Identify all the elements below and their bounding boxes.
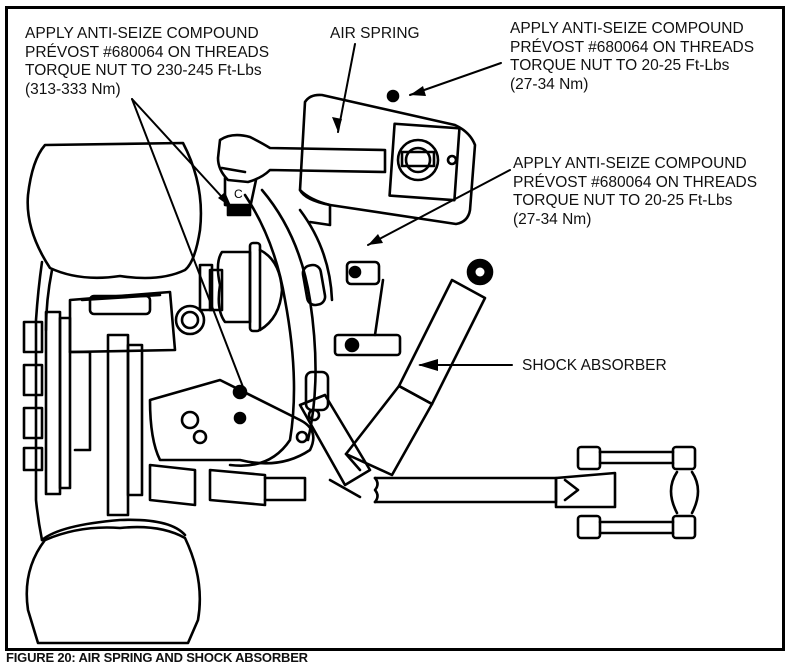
callout-line: (313-333 Nm) bbox=[25, 80, 121, 98]
leader-air-spring bbox=[337, 43, 356, 133]
callout-line: APPLY ANTI-SEIZE COMPOUND bbox=[513, 155, 747, 172]
tire-lower bbox=[25, 518, 202, 645]
leader-upper-arm-nut-a bbox=[131, 98, 233, 209]
fittings bbox=[333, 260, 402, 357]
leader-upper-arm-nut-b bbox=[131, 98, 244, 388]
callout-line: PRÉVOST #680064 ON THREADS bbox=[25, 43, 270, 61]
callout-line: PRÉVOST #680064 ON THREADS bbox=[513, 173, 758, 191]
callout-line: TORQUE NUT TO 20-25 Ft-Lbs bbox=[513, 192, 733, 209]
callout-line: (27-34 Nm) bbox=[513, 210, 592, 228]
leader-lower-nut bbox=[367, 169, 511, 246]
arrowhead-icon bbox=[218, 192, 232, 208]
wheel-hub bbox=[22, 263, 214, 517]
callout-line: TORQUE NUT TO 230-245 Ft-Lbs bbox=[25, 62, 262, 79]
air-spring bbox=[298, 89, 477, 227]
callout-line: (27-34 Nm) bbox=[510, 75, 589, 93]
callout-line: SHOCK ABSORBER bbox=[522, 357, 667, 374]
upper-control-arm: C bbox=[216, 133, 387, 217]
callout-line: AIR SPRING bbox=[330, 25, 420, 42]
leader-upper-nut bbox=[409, 62, 502, 96]
figure-caption: FIGURE 20: AIR SPRING AND SHOCK ABSORBER bbox=[6, 650, 308, 665]
callout-line: PRÉVOST #680064 ON THREADS bbox=[510, 38, 755, 56]
callout-line: APPLY ANTI-SEIZE COMPOUND bbox=[25, 25, 259, 42]
sway-bar-link bbox=[373, 445, 700, 540]
arrowhead-icon bbox=[368, 234, 383, 245]
brake-chamber bbox=[208, 241, 284, 333]
svg-text:C: C bbox=[234, 187, 243, 201]
callout-air-spring: AIR SPRING bbox=[330, 25, 420, 44]
callout-line: TORQUE NUT TO 20-25 Ft-Lbs bbox=[510, 57, 730, 74]
arrowhead-icon bbox=[332, 117, 342, 132]
lower-control-arm bbox=[148, 378, 372, 507]
arrowhead-icon bbox=[418, 359, 438, 371]
arrowhead-icon bbox=[410, 86, 426, 96]
knuckle bbox=[228, 188, 334, 467]
callout-shock-absorber: SHOCK ABSORBER bbox=[522, 357, 667, 376]
shock-absorber bbox=[344, 258, 494, 477]
figure-frame bbox=[5, 6, 785, 651]
arrowheads bbox=[218, 86, 438, 371]
callout-line: APPLY ANTI-SEIZE COMPOUND bbox=[510, 20, 744, 37]
